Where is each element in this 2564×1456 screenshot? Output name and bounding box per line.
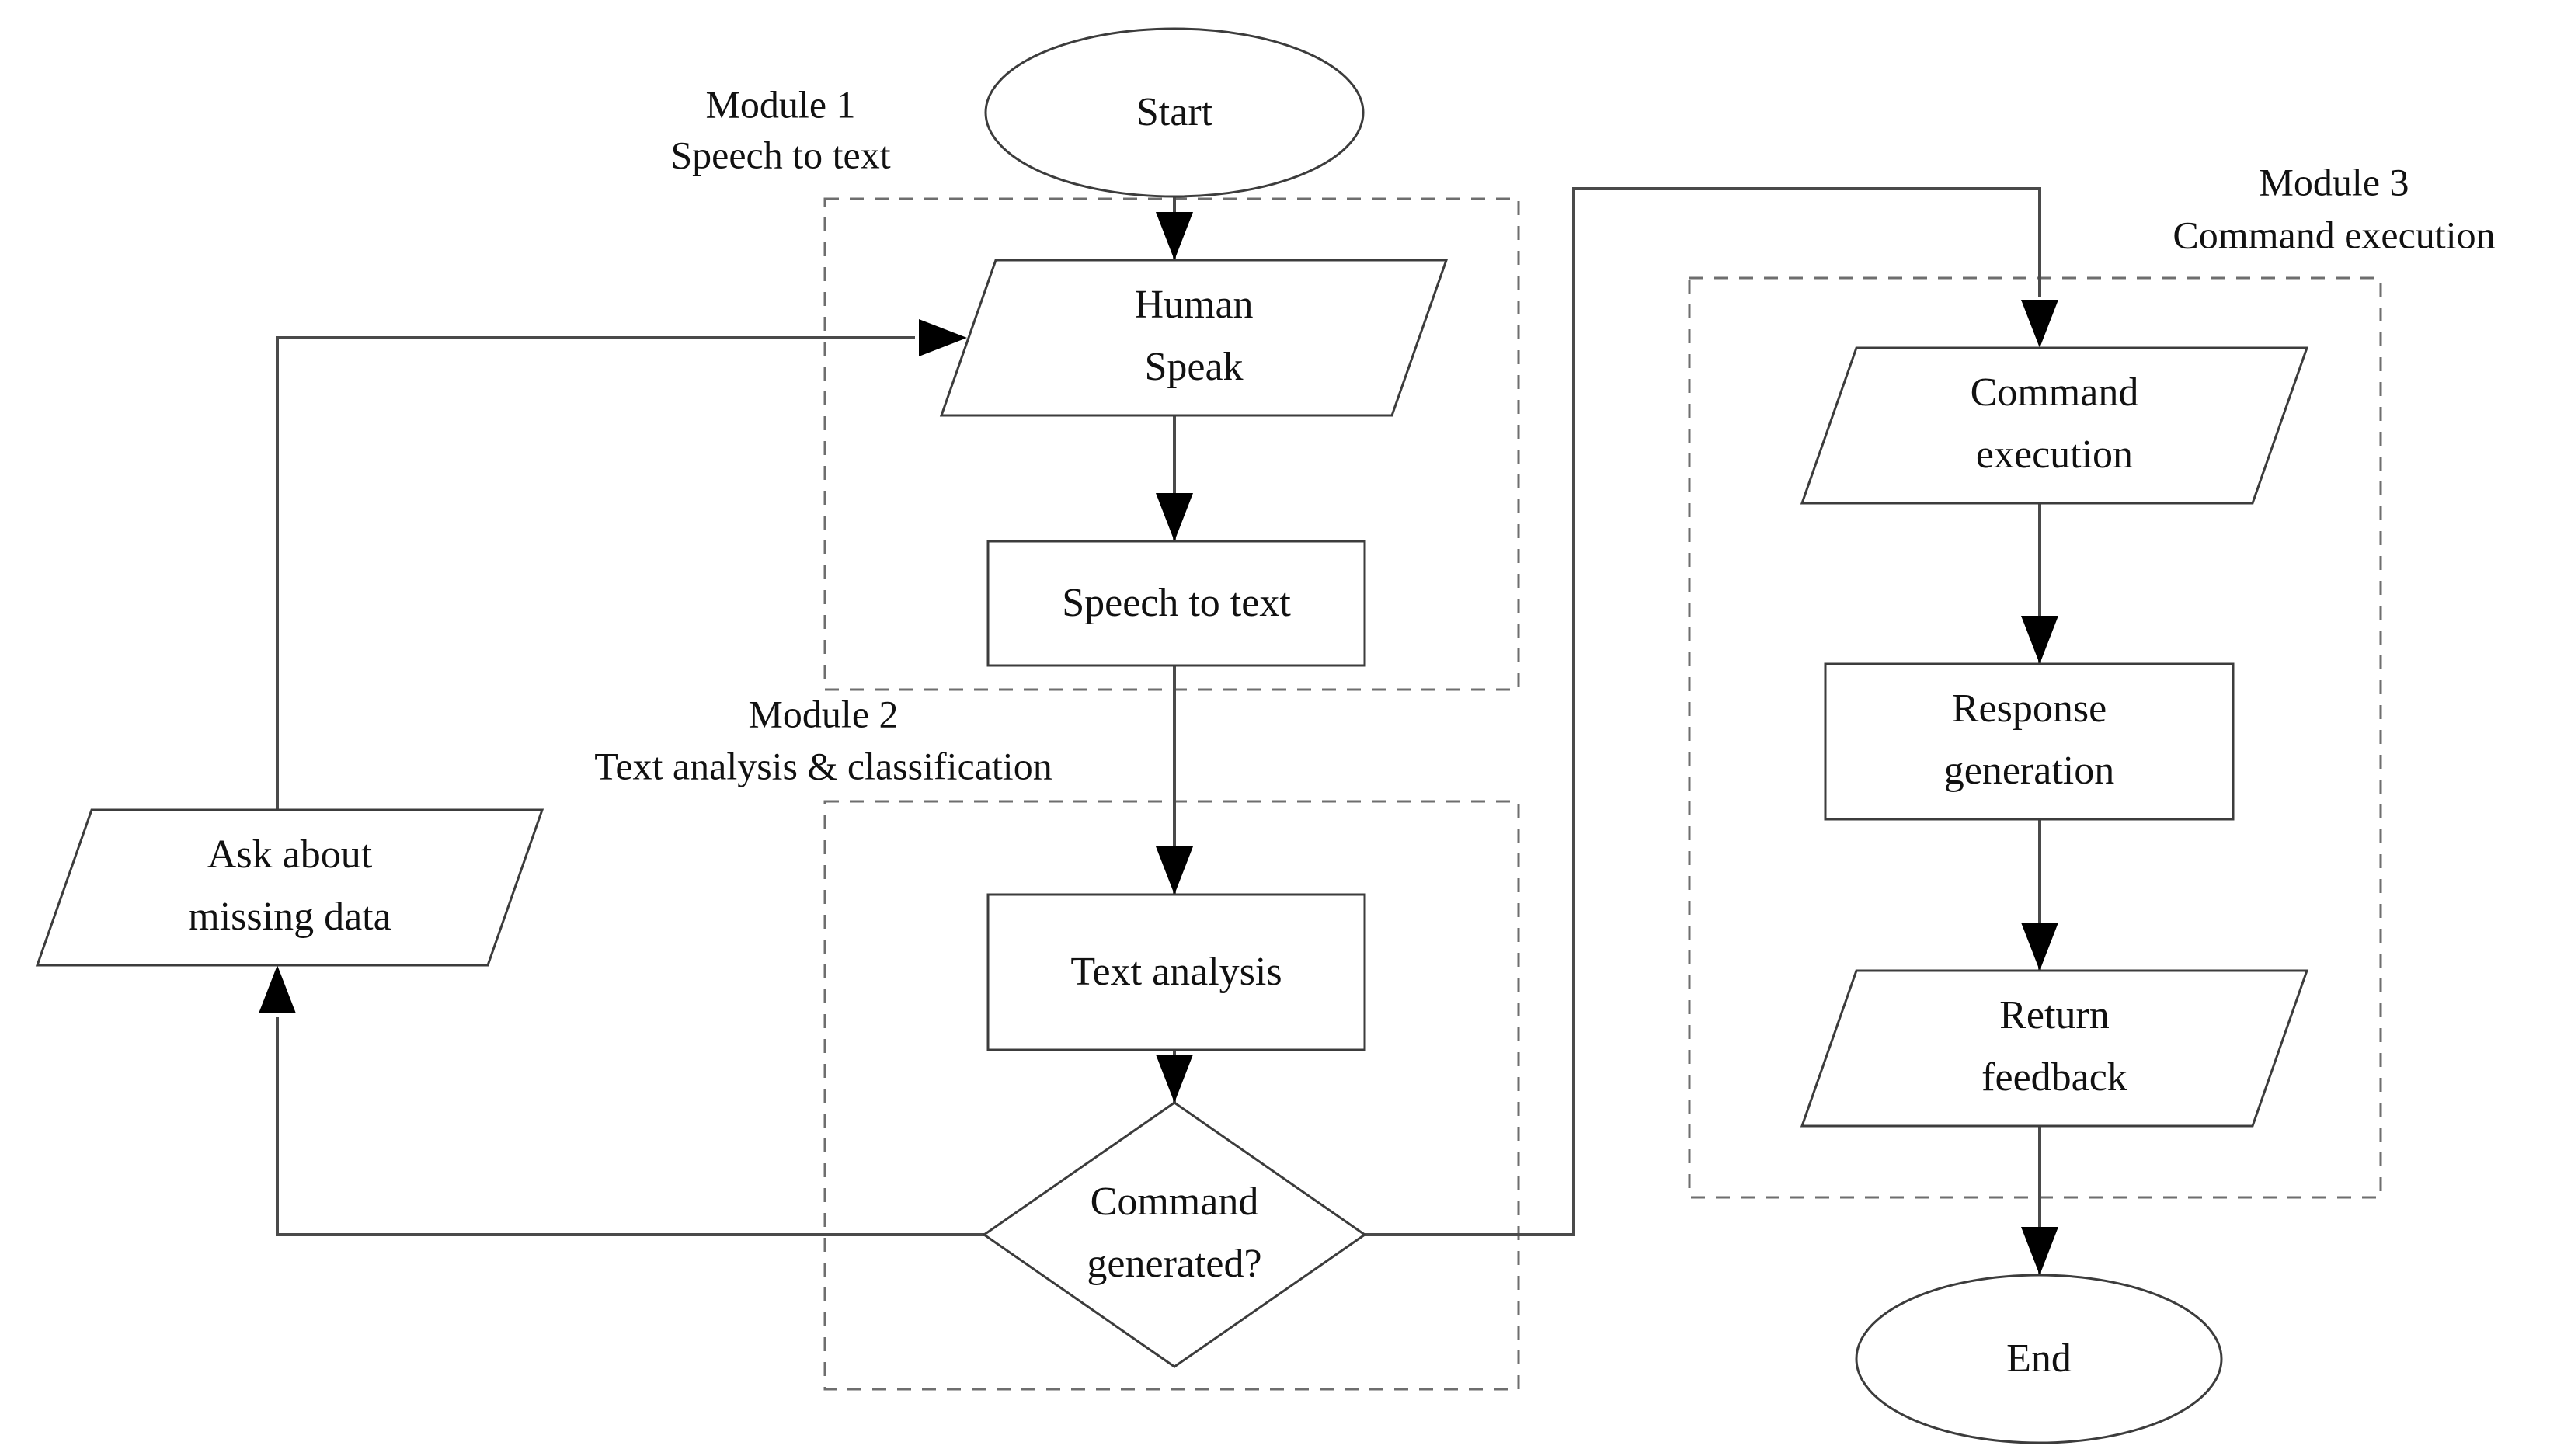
text-analysis-label: Text analysis (1070, 950, 1282, 994)
module-1-frame (823, 197, 1520, 691)
connector-decision-no-to-ask-about-missing-data (276, 1017, 984, 1236)
node-ask-about-missing-data[interactable]: Ask about missing data (35, 808, 544, 967)
connector-ask-about-missing-data-to-human-speak (276, 336, 915, 810)
module-frames (823, 197, 2382, 1391)
command-execution-parallelogram[interactable] (1800, 346, 2309, 505)
node-command-generated[interactable]: Command generated? (982, 1101, 1367, 1368)
arrowhead-down-icon (1156, 1055, 1193, 1103)
arrowhead-up-icon (259, 965, 296, 1013)
end-ellipse[interactable] (1855, 1274, 2223, 1444)
node-start[interactable]: Start (984, 27, 1365, 198)
response-generation-rectangle[interactable] (1824, 662, 2235, 821)
return-feedback-label-line2: feedback (1981, 1055, 2127, 1100)
command-execution-label-line1: Command (1971, 370, 2139, 415)
human-speak-label-line1: Human (1134, 283, 1253, 327)
command-generated-label-line1: Command (1091, 1180, 1259, 1224)
arrowhead-down-icon (2021, 616, 2058, 664)
human-speak-parallelogram[interactable] (939, 259, 1449, 417)
start-label: Start (1136, 90, 1213, 134)
module-labels: Module 1 Speech to text Module 2 Text an… (594, 82, 2495, 787)
command-generated-label-line2: generated? (1087, 1242, 1261, 1286)
arrowhead-down-icon (1156, 212, 1193, 260)
arrowhead-down-icon (2021, 1227, 2058, 1275)
return-feedback-label-line1: Return (1999, 993, 2110, 1037)
node-human-speak[interactable]: Human Speak (939, 259, 1449, 417)
end-label: End (2006, 1336, 2072, 1381)
connector-decision-yes-to-command-execution (1365, 187, 2041, 1236)
response-generation-label-line2: generation (1944, 749, 2114, 793)
human-speak-label-line2: Speak (1144, 345, 1243, 389)
node-command-execution[interactable]: Command execution (1800, 346, 2309, 505)
nodes: Start Human Speak Speech to text Ask abo… (35, 27, 2309, 1444)
return-feedback-parallelogram[interactable] (1800, 969, 2309, 1128)
ask-about-missing-data-parallelogram[interactable] (35, 808, 544, 967)
node-response-generation[interactable]: Response generation (1824, 662, 2235, 821)
module-3-number-label: Module 3 (2259, 160, 2409, 203)
command-generated-diamond[interactable] (982, 1101, 1367, 1368)
start-ellipse[interactable] (984, 27, 1365, 198)
speech-to-text-rectangle[interactable] (986, 540, 1366, 667)
arrowhead-down-icon (1156, 846, 1193, 895)
module-1-name-label: Speech to text (670, 133, 890, 176)
module-1-number-label: Module 1 (705, 82, 855, 126)
arrowhead-right-icon (919, 319, 967, 356)
arrowhead-down-icon (1156, 493, 1193, 541)
module-2-frame (823, 800, 1520, 1391)
speech-to-text-label: Speech to text (1062, 581, 1291, 625)
ask-about-missing-data-label-line2: missing data (188, 895, 391, 939)
node-speech-to-text[interactable]: Speech to text (986, 540, 1366, 667)
text-analysis-rectangle[interactable] (986, 893, 1366, 1051)
arrowhead-down-icon (2021, 300, 2058, 348)
module-2-name-label: Text analysis & classification (594, 744, 1052, 787)
ask-about-missing-data-label-line1: Ask about (207, 832, 373, 877)
node-return-feedback[interactable]: Return feedback (1800, 969, 2309, 1128)
arrowheads (259, 212, 2058, 1275)
module-3-frame (1688, 276, 2382, 1199)
command-execution-label-line2: execution (1976, 433, 2133, 477)
arrowhead-down-icon (2021, 923, 2058, 971)
node-end[interactable]: End (1855, 1274, 2223, 1444)
response-generation-label-line1: Response (1952, 686, 2107, 731)
module-3-name-label: Command execution (2173, 213, 2495, 256)
node-text-analysis[interactable]: Text analysis (986, 893, 1366, 1051)
module-2-number-label: Module 2 (748, 692, 898, 735)
